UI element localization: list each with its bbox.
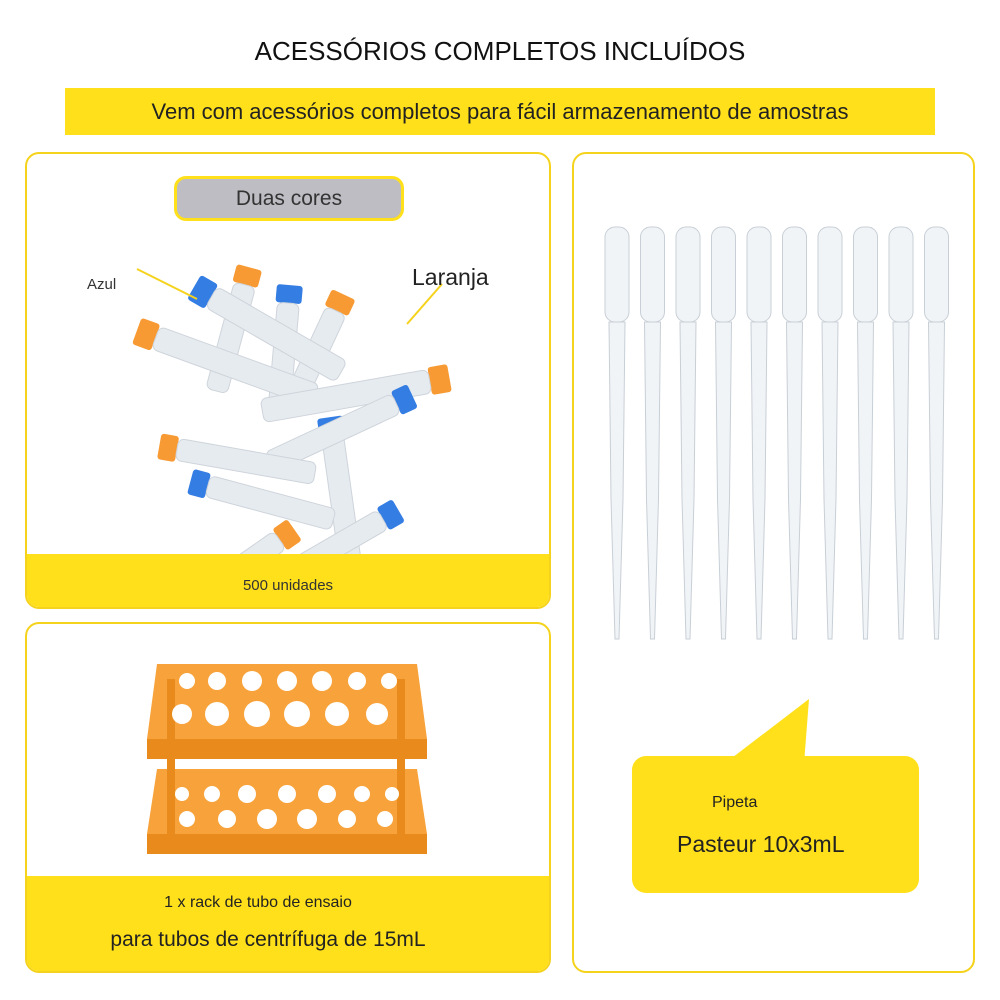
rack-caption-line2: para tubos de centrífuga de 15mL (110, 928, 426, 951)
pipette (924, 226, 949, 640)
speech-bubble-tail (724, 699, 809, 764)
centrifuge-tubes-image (132, 264, 452, 554)
pasteur-pipettes-image (604, 226, 949, 640)
pipette (604, 226, 630, 640)
rack-card: 1 x rack de tubo de ensaio para tubos de… (25, 622, 551, 973)
orange-label: Laranja (412, 264, 489, 290)
pipette (888, 226, 914, 640)
rack-caption-band: 1 x rack de tubo de ensaio para tubos de… (27, 876, 549, 971)
subtitle-banner: Vem com acessórios completos para fácil … (65, 88, 935, 135)
quantity-label: 500 unidades (27, 554, 549, 607)
two-colors-badge: Duas cores (174, 176, 404, 221)
blue-label: Azul (87, 276, 117, 293)
pipette (675, 226, 701, 640)
tubes-card: Duas cores Azul Laranja 500 unidades (25, 152, 551, 609)
pipette-label: Pipeta (712, 794, 758, 811)
pipette-card: Pipeta Pasteur 10x3mL (572, 152, 975, 973)
pipette (746, 226, 772, 640)
pipette (711, 226, 736, 640)
page-title: ACESSÓRIOS COMPLETOS INCLUÍDOS (254, 36, 746, 66)
pipette-callout: Pipeta Pasteur 10x3mL (632, 756, 919, 893)
rack-caption-line1: 1 x rack de tubo de ensaio (164, 894, 352, 911)
pipette (817, 226, 843, 640)
pipette (640, 226, 665, 640)
pipette-spec: Pasteur 10x3mL (677, 831, 845, 857)
pipette (782, 226, 807, 640)
test-tube-rack-image (147, 664, 427, 854)
pipette (853, 226, 878, 640)
